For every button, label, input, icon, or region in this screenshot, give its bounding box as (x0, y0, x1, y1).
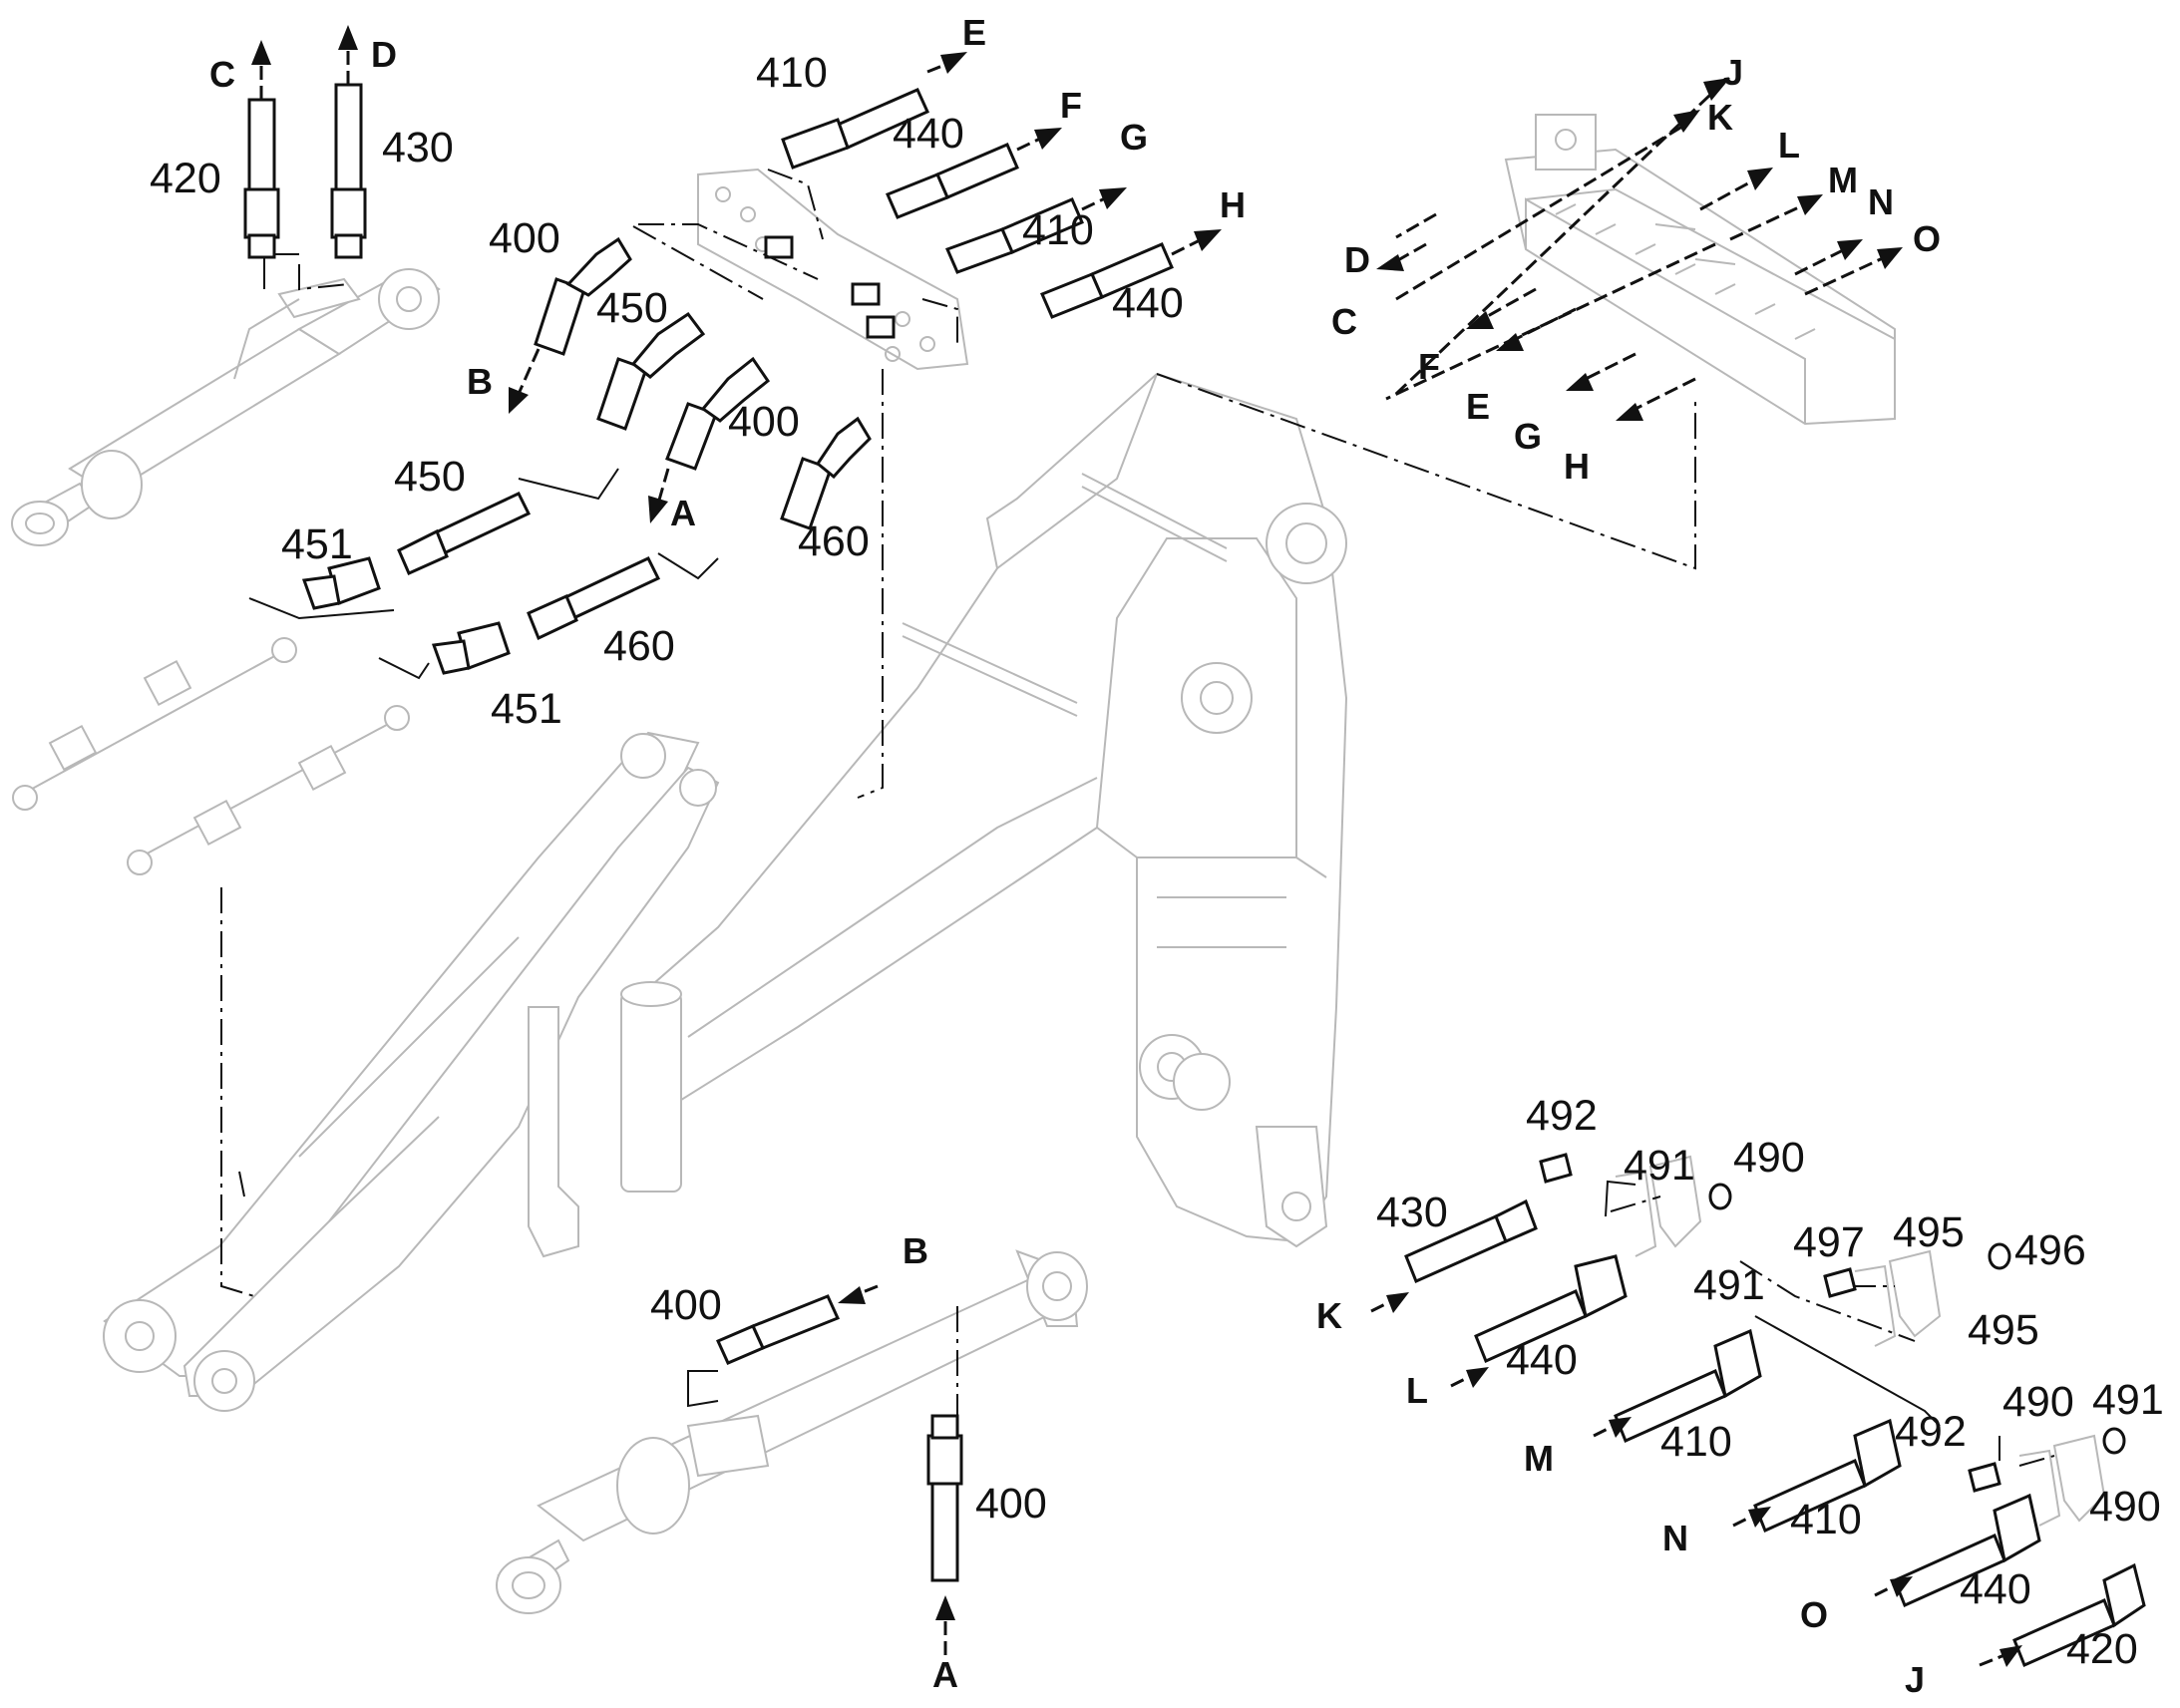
letter-l-clamp: L (1778, 125, 1800, 166)
part-label-491-a: 491 (1624, 1142, 1695, 1190)
part-label-450-b: 450 (394, 453, 466, 501)
clamp-plates-right (1615, 1155, 2106, 1527)
part-label-420-low: 420 (2066, 1625, 2138, 1673)
letter-d-top: D (371, 34, 397, 75)
part-label-491-b: 491 (1693, 1261, 1765, 1309)
letter-f-top: F (1060, 85, 1082, 126)
part-label-460-b: 460 (603, 622, 675, 670)
part-label-420-top: 420 (150, 155, 221, 202)
hoses-lower-right (1404, 1153, 2146, 1668)
flow-arrows (251, 25, 2022, 1667)
part-label-400-mid: 400 (728, 398, 800, 446)
hydraulic-cylinder-upper (11, 267, 441, 546)
hose-460-upper (780, 416, 872, 530)
part-label-400-vertical: 400 (975, 1480, 1047, 1528)
letter-b-low: B (903, 1230, 928, 1271)
clamp-block-assembly (1504, 114, 1896, 426)
letter-j-low: J (1905, 1659, 1925, 1700)
letter-a-low: A (932, 1654, 958, 1695)
hose-group-top-left (243, 83, 367, 259)
hydraulic-cylinder-lower (496, 1249, 1088, 1614)
hose-450-upper (596, 311, 706, 431)
letter-h-clamp: H (1564, 446, 1590, 487)
part-label-440-top: 440 (893, 110, 964, 158)
part-label-492-a: 492 (1526, 1092, 1598, 1140)
part-label-490-a: 490 (1733, 1134, 1805, 1182)
part-label-497: 497 (1793, 1218, 1865, 1266)
letter-c-top: C (209, 54, 235, 95)
main-boom-structure (620, 372, 1348, 1248)
hose-400-mid (665, 356, 771, 471)
letter-e-top: E (962, 12, 986, 53)
part-label-495-a: 495 (1893, 1208, 1965, 1256)
letter-b-mid: B (467, 361, 493, 402)
part-label-440-low: 440 (1506, 1336, 1578, 1384)
hose-450-lower (301, 492, 532, 610)
letter-g-top: G (1120, 117, 1148, 158)
part-label-451-b: 451 (491, 685, 562, 733)
part-label-490-b: 490 (2002, 1378, 2074, 1426)
part-number-labels: 420 430 400 410 440 450 450 400 410 440 … (150, 49, 2164, 1673)
connection-letter-labels: C D E F G H B A J K L M N O D C F E G H … (209, 12, 1941, 1700)
part-label-440-low-b: 440 (1960, 1565, 2031, 1613)
part-label-450-a: 450 (596, 284, 668, 332)
letter-d-clamp: D (1344, 239, 1370, 280)
part-label-410-top: 410 (756, 49, 828, 97)
letter-m-low: M (1524, 1438, 1554, 1479)
arm-structure (103, 731, 720, 1412)
part-label-400-low: 400 (650, 1281, 722, 1329)
hose-400-low-vertical (926, 1414, 963, 1582)
letter-h-top: H (1220, 184, 1246, 225)
part-label-410-low-b: 410 (1790, 1496, 1862, 1543)
part-label-492-b: 492 (1895, 1408, 1967, 1456)
part-label-490-c: 490 (2089, 1483, 2161, 1531)
letter-l-low: L (1406, 1370, 1428, 1411)
letter-c-clamp: C (1331, 301, 1357, 342)
part-label-496: 496 (2014, 1226, 2086, 1274)
part-label-495-b: 495 (1968, 1306, 2039, 1354)
part-label-460-a: 460 (798, 517, 870, 565)
part-label-440-mid: 440 (1112, 279, 1184, 327)
part-label-410-low-a: 410 (1660, 1418, 1732, 1466)
letter-o-low: O (1800, 1594, 1828, 1635)
letter-k-clamp: K (1707, 97, 1733, 138)
part-label-430-top: 430 (382, 124, 454, 171)
letter-j-clamp: J (1723, 52, 1743, 93)
hose-400-low-horizontal (716, 1294, 841, 1365)
part-label-410-mid: 410 (1022, 206, 1094, 254)
letter-k-low: K (1316, 1295, 1342, 1336)
hose-400-upper (534, 236, 632, 356)
letter-o-clamp: O (1913, 218, 1941, 259)
letter-n-low: N (1662, 1518, 1688, 1558)
letter-m-clamp: M (1828, 160, 1858, 200)
letter-g-clamp: G (1514, 416, 1542, 457)
part-label-400-top: 400 (489, 214, 560, 262)
letter-n-clamp: N (1868, 181, 1894, 222)
letter-a-mid: A (670, 493, 696, 533)
hose-460-lower (431, 556, 661, 675)
part-label-491-c: 491 (2092, 1376, 2164, 1424)
manifold-plate (697, 168, 969, 371)
pipe-clamp-assembly-left (12, 637, 410, 875)
part-label-430-low: 430 (1376, 1189, 1448, 1236)
letter-f-clamp: F (1418, 346, 1440, 387)
hose-group-top-right (781, 88, 1174, 319)
leader-lines (220, 169, 2055, 1467)
letter-e-clamp: E (1466, 386, 1490, 427)
part-label-451-a: 451 (281, 520, 353, 568)
